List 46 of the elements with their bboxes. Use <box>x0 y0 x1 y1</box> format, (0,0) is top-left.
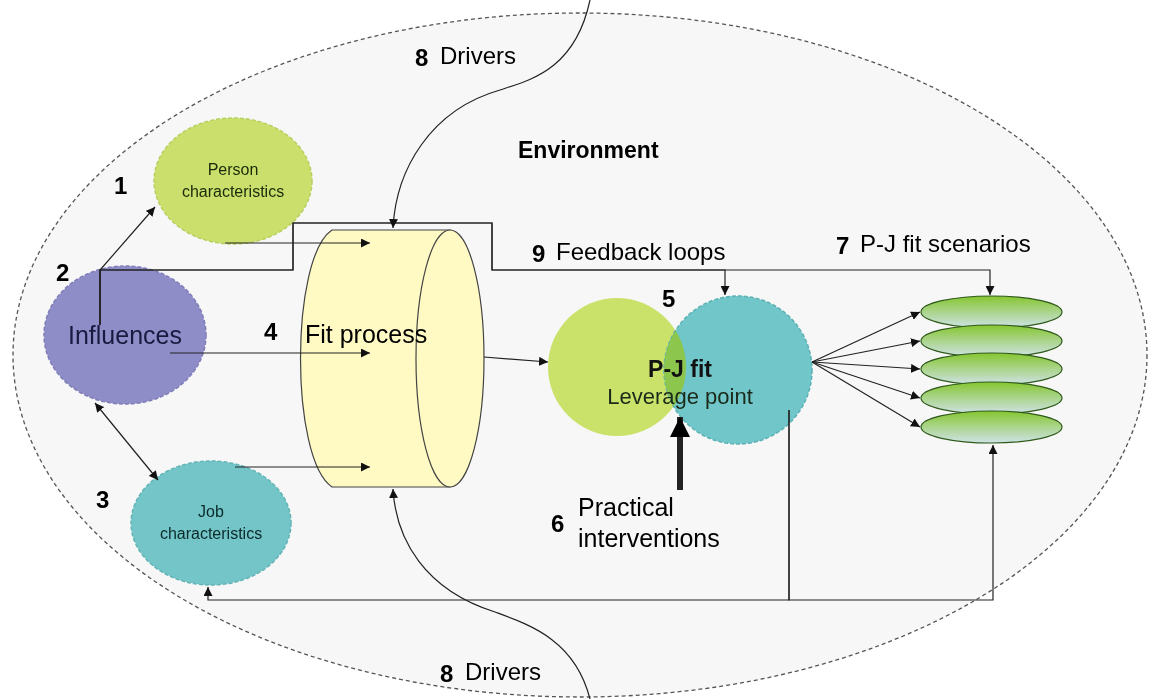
arrow <box>811 311 921 363</box>
ellipse-disc <box>920 295 1063 329</box>
label-text: Feedback loops <box>556 237 726 267</box>
callout-number: 9 <box>532 239 546 269</box>
ellipse-node <box>130 460 292 586</box>
callout-number: 5 <box>662 284 676 314</box>
arrow <box>224 238 371 248</box>
arrow <box>811 361 921 428</box>
ellipse-disc <box>920 410 1063 444</box>
node-label: Job characteristics <box>158 502 264 544</box>
label-text: P-J fit scenarios <box>860 229 1031 259</box>
dashed-ellipse <box>12 12 1148 698</box>
callout-number: 6 <box>551 509 565 539</box>
cylinder-shape <box>298 228 486 489</box>
ellipse-node <box>43 265 207 405</box>
node-label: Influences <box>68 321 182 349</box>
arrow <box>788 409 998 601</box>
ellipse-disc <box>920 324 1063 358</box>
label-text: Drivers <box>440 41 516 71</box>
ellipse-disc <box>920 352 1063 386</box>
arrow <box>670 417 690 490</box>
arrow <box>389 488 591 699</box>
arrow <box>811 338 921 363</box>
arrow <box>99 222 995 326</box>
callout-number: 2 <box>56 258 70 288</box>
heading-text: Environment <box>518 136 659 165</box>
node-title: P-J fit <box>648 355 712 383</box>
node-label: Person characteristics <box>180 160 286 202</box>
ellipse-disc <box>920 381 1063 415</box>
arrow <box>483 356 549 366</box>
callout-number: 3 <box>96 485 110 515</box>
arrow <box>94 402 159 481</box>
arrow <box>811 361 921 400</box>
arrow <box>234 462 371 472</box>
arrow <box>169 348 371 358</box>
arrow <box>389 0 591 229</box>
callout-number: 8 <box>440 659 454 689</box>
callout-number: 7 <box>836 231 850 261</box>
node-label: Practical interventions <box>578 492 743 562</box>
arrow <box>811 361 921 373</box>
ellipse-node <box>153 117 313 245</box>
label-text: Drivers <box>465 657 541 687</box>
callout-number: 4 <box>264 317 278 347</box>
callout-number: 8 <box>415 43 429 73</box>
callout-number: 1 <box>114 171 128 201</box>
node-label: Leverage point <box>607 383 753 411</box>
